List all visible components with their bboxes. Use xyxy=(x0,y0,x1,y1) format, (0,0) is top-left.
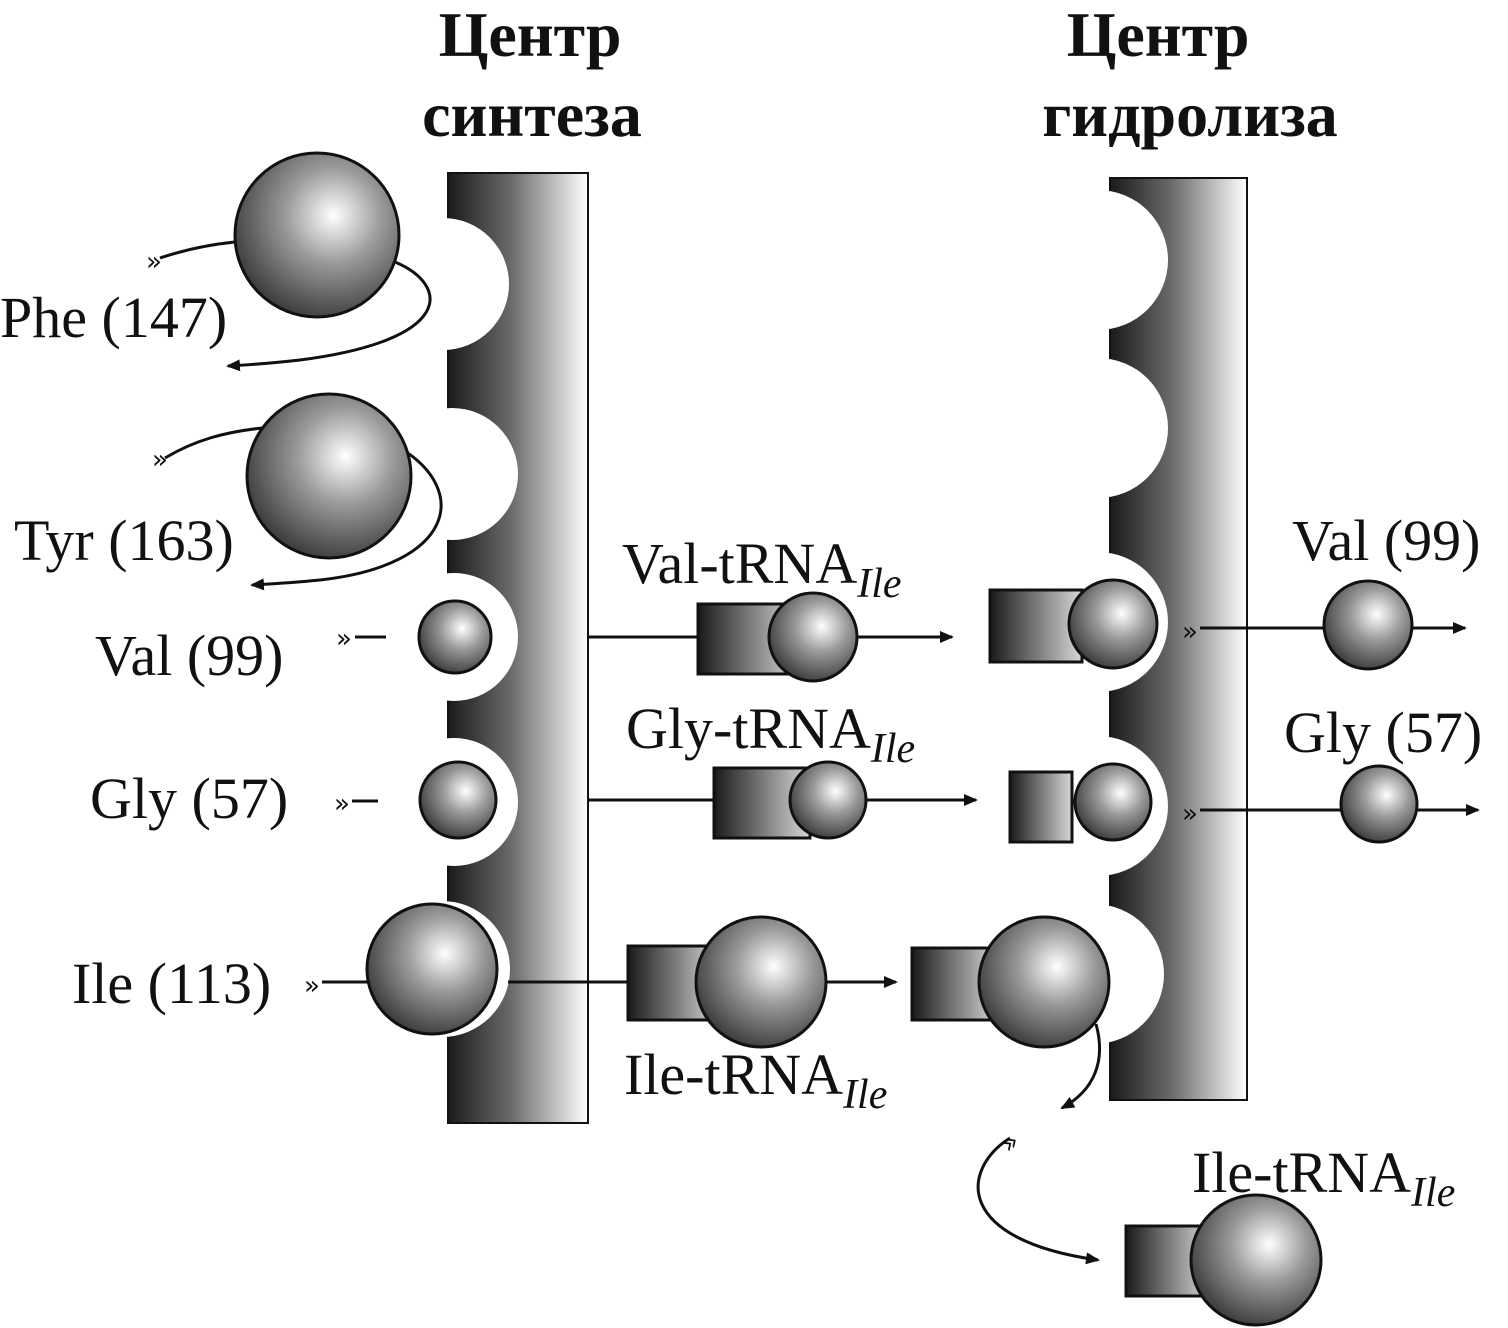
synthesis-pocket-phe xyxy=(377,218,509,350)
val-trna-block-hydrolysis xyxy=(988,588,1084,664)
gly-product-ball xyxy=(1339,764,1419,844)
hydrolysis-center-title-line1: Центр xyxy=(1067,0,1250,70)
phe-label: Phe (147) xyxy=(0,285,227,350)
hydrolysis-pocket-1 xyxy=(1028,190,1168,330)
phe-return-arrow xyxy=(226,260,432,372)
val-ball-synthesis xyxy=(417,599,493,675)
val-label: Val (99) xyxy=(95,623,283,688)
gly-trna-label: Gly-tRNAIle xyxy=(626,696,915,772)
ile-ball-hydrolysis xyxy=(977,915,1111,1049)
synthesis-center-title-line1: Центр xyxy=(439,0,622,70)
ile-ball-synthesis xyxy=(365,902,499,1036)
synthesis-pocket-tyr xyxy=(386,408,518,540)
synthesis-center-title-line2: синтеза xyxy=(422,79,642,150)
gly-ball-hydrolysis xyxy=(1073,762,1153,842)
phe-incoming-line xyxy=(159,240,236,260)
val-ball-hydrolysis xyxy=(1067,578,1159,670)
hydrolysis-center-title-line2: гидролиза xyxy=(1042,79,1338,150)
hydrolysis-pocket-2 xyxy=(1028,358,1168,498)
val-trna-ball xyxy=(767,591,859,683)
ile-released-ball xyxy=(1189,1193,1323,1327)
ile-release-arrow xyxy=(1060,1023,1101,1110)
tyr-label: Tyr (163) xyxy=(14,508,234,573)
ile-label: Ile (113) xyxy=(72,951,271,1016)
gly-feather-icon: » xyxy=(334,789,350,819)
ile-trna-label: Ile-tRNAIle xyxy=(624,1042,887,1118)
val-feather-icon: » xyxy=(336,624,352,654)
tyr-feather-icon: » xyxy=(152,445,168,475)
tyr-return-arrow xyxy=(250,446,443,591)
phe-ball xyxy=(233,151,401,319)
ile-released-curve-arrow xyxy=(976,1136,1100,1265)
gly-release-feather-icon: » xyxy=(1182,799,1198,829)
ile-released-label: Ile-tRNAIle xyxy=(1192,1140,1455,1216)
gly-ball-synthesis xyxy=(418,760,498,840)
ile-released-feather-icon: » xyxy=(995,1126,1025,1160)
val-product-label: Val (99) xyxy=(1292,508,1480,573)
ile-trna-ball xyxy=(694,915,828,1049)
gly-label: Gly (57) xyxy=(90,766,288,831)
tyr-incoming-line xyxy=(164,426,263,460)
gly-product-label: Gly (57) xyxy=(1284,700,1482,765)
gly-trna-block-hydrolysis xyxy=(1008,770,1074,844)
val-release-feather-icon: » xyxy=(1182,617,1198,647)
gly-trna-ball xyxy=(788,760,868,840)
val-product-ball xyxy=(1322,579,1414,671)
phe-feather-icon: » xyxy=(146,247,162,277)
val-trna-label: Val-tRNAIle xyxy=(622,531,902,607)
tyr-ball xyxy=(245,392,413,560)
ile-feather-icon: » xyxy=(304,971,320,1001)
